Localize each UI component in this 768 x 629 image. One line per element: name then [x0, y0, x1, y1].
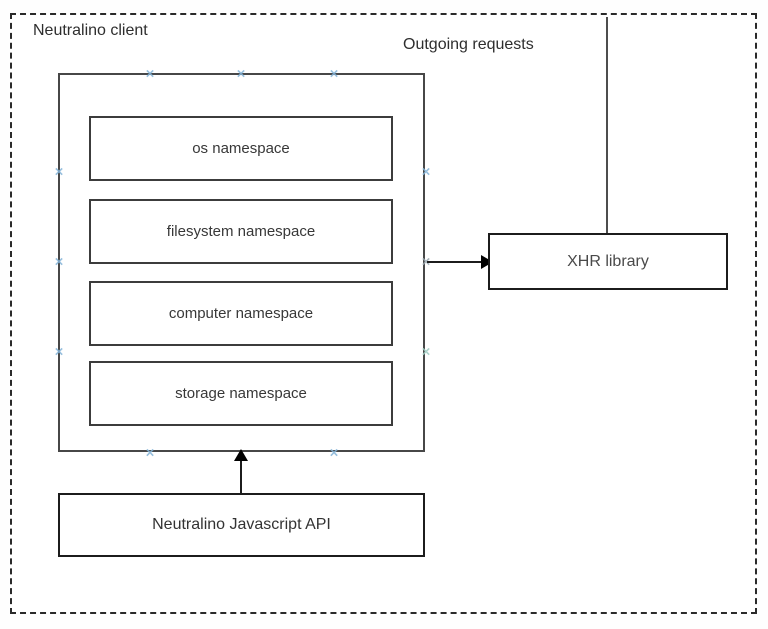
neutralino-javascript-api-label: Neutralino Javascript API [152, 516, 331, 533]
filesystem-namespace-box: filesystem namespace [89, 199, 393, 264]
neutralino-client-label: Neutralino client [33, 22, 148, 39]
storage-namespace-label: storage namespace [175, 385, 307, 402]
container-to-xhr-arrow-line [427, 261, 481, 263]
os-namespace-box: os namespace [89, 116, 393, 181]
arrow-up-icon [234, 449, 248, 461]
xhr-library-label: XHR library [567, 252, 649, 270]
outgoing-requests-label: Outgoing requests [403, 36, 534, 53]
api-to-container-arrow-line [240, 460, 242, 493]
neutralino-javascript-api-box: Neutralino Javascript API [58, 493, 425, 557]
os-namespace-label: os namespace [192, 140, 290, 157]
computer-namespace-label: computer namespace [168, 305, 314, 322]
storage-namespace-box: storage namespace [89, 361, 393, 426]
outgoing-requests-connector-line [606, 17, 608, 233]
filesystem-namespace-label: filesystem namespace [166, 223, 316, 240]
xhr-library-box: XHR library [488, 233, 728, 290]
computer-namespace-box: computer namespace [89, 281, 393, 346]
